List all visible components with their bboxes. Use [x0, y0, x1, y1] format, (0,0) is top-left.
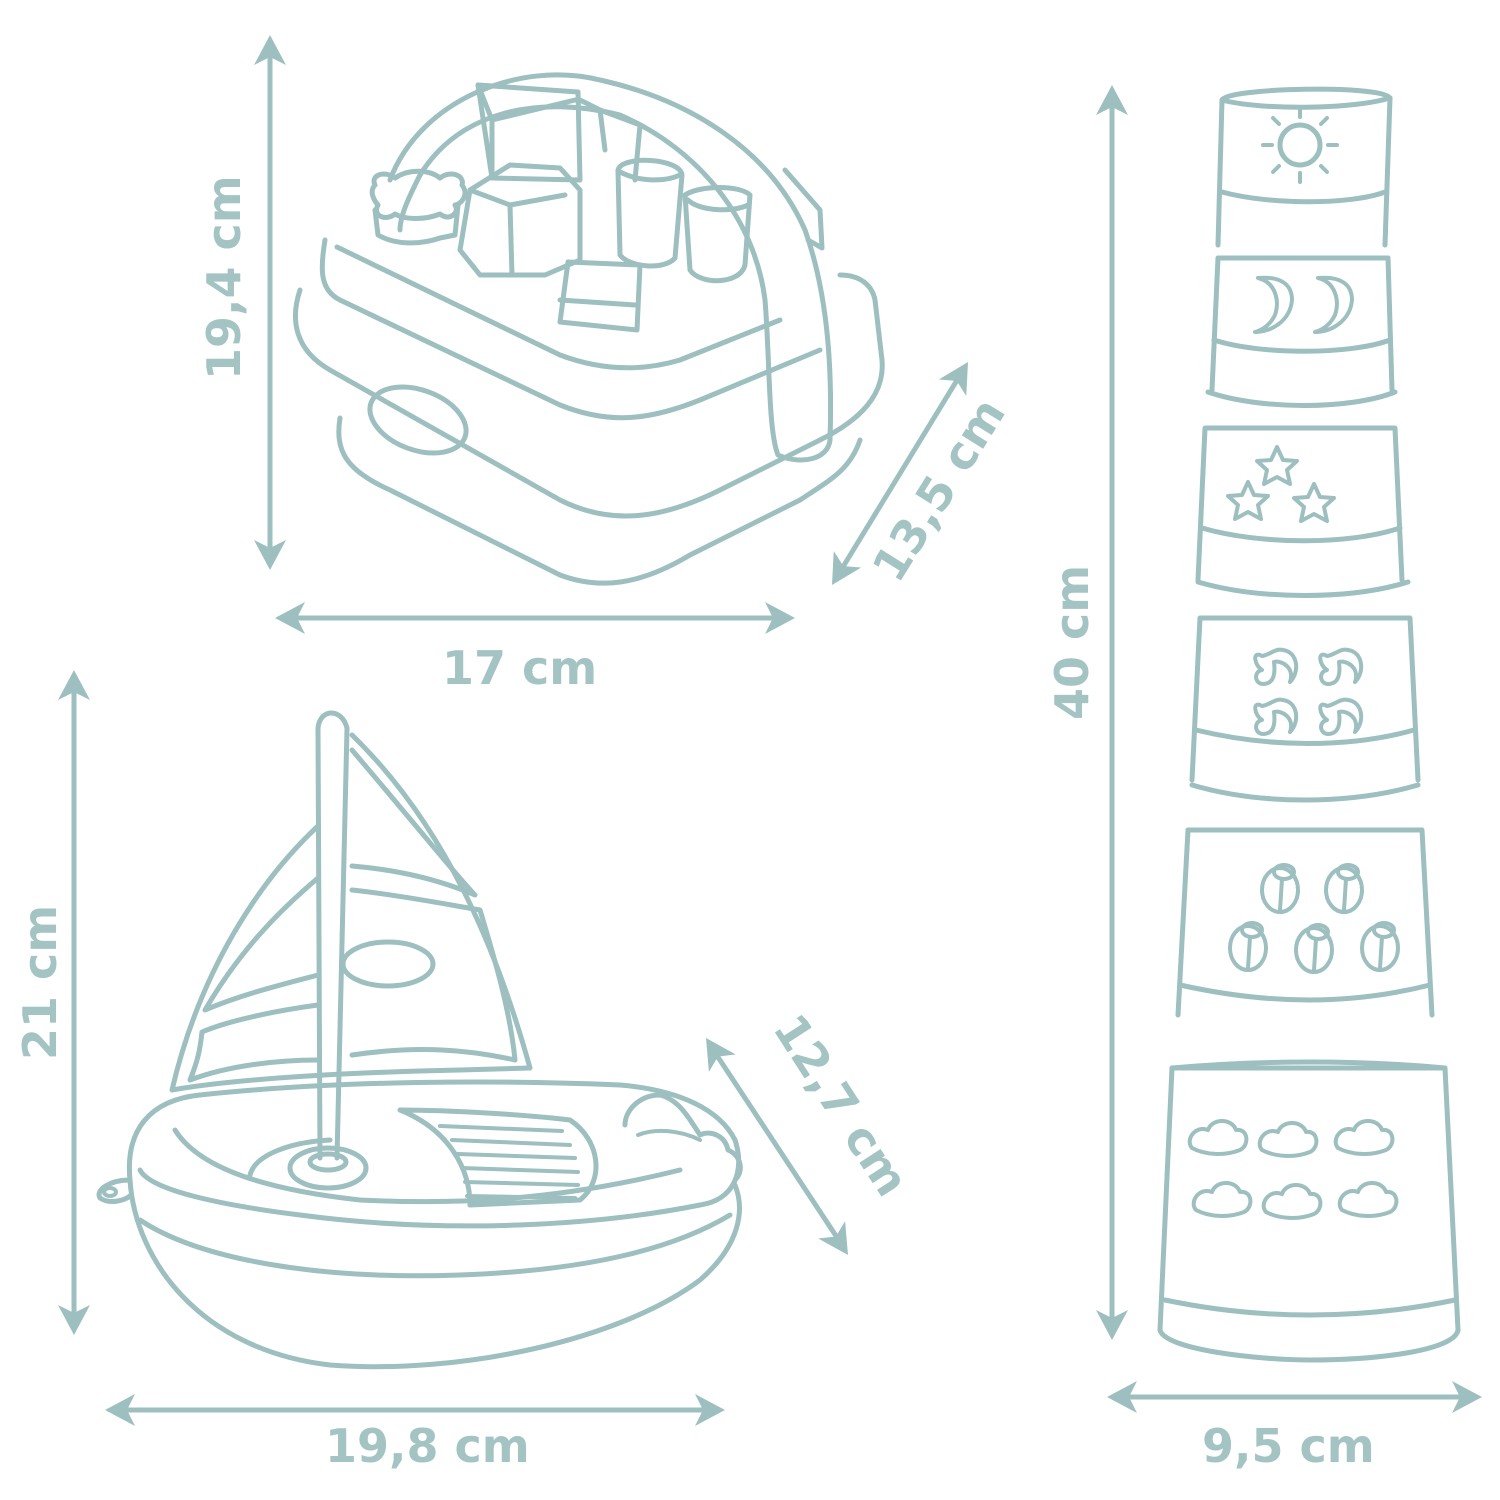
stars-icon: [1226, 445, 1336, 523]
stacking-tower-icon: [1157, 86, 1461, 1363]
basket-height-dimension: 19,4 cm: [197, 35, 286, 570]
sailboat-icon: [96, 710, 743, 1370]
tower-height-label: 40 cm: [1045, 565, 1099, 720]
basket-width-dimension: 17 cm: [275, 602, 795, 695]
tower-width-dimension: 9,5 cm: [1107, 1381, 1482, 1473]
sailboat-height-dimension: 21 cm: [13, 670, 90, 1335]
sailboat-width-dimension: 19,8 cm: [105, 1394, 725, 1473]
basket-width-label: 17 cm: [442, 641, 597, 695]
tower-width-label: 9,5 cm: [1202, 1419, 1375, 1473]
basket-depth-label: 13,5 cm: [862, 389, 1016, 591]
clouds-icon: [1187, 1119, 1399, 1220]
butterflies-icon: [1253, 647, 1364, 736]
basket-height-label: 19,4 cm: [197, 175, 251, 380]
basket-depth-dimension: 13,5 cm: [818, 353, 1016, 594]
sailboat-width-label: 19,8 cm: [325, 1419, 530, 1473]
sailboat-height-label: 21 cm: [13, 905, 67, 1060]
ladybugs-icon: [1228, 863, 1400, 974]
tower-height-dimension: 40 cm: [1045, 85, 1128, 1340]
moons-icon: [1253, 275, 1354, 334]
sailboat-depth-label: 12,7 cm: [763, 1005, 920, 1206]
shape-sorter-basket-icon: [292, 72, 885, 586]
sun-icon: [1261, 106, 1339, 184]
sailboat-depth-dimension: 12,7 cm: [692, 1005, 920, 1264]
